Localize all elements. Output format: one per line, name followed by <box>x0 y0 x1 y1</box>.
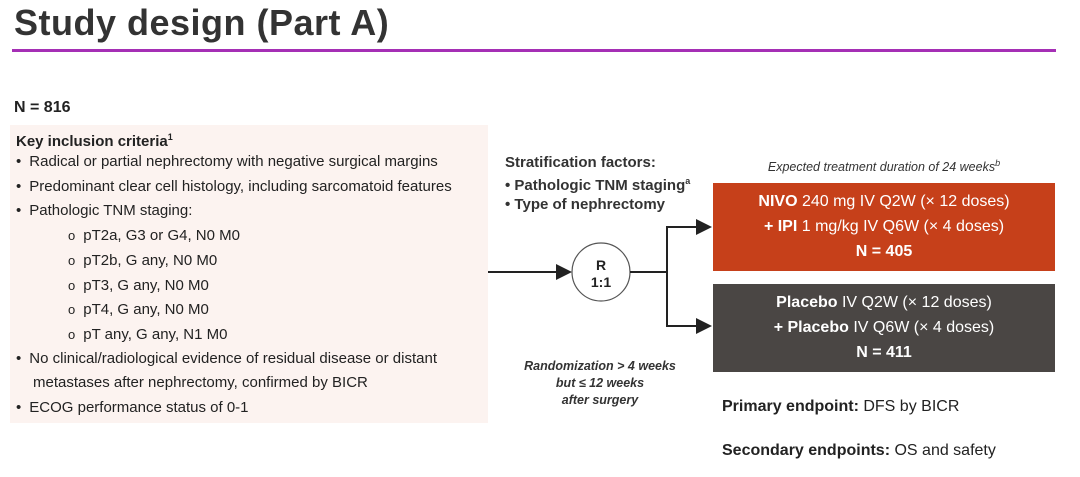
drug-name: + IPI <box>763 218 798 235</box>
primary-endpoint-value: DFS by BICR <box>858 398 960 415</box>
randomization-label: R 1:1 <box>572 257 630 291</box>
arm-placebo: Placebo IV Q2W (× 12 doses) + Placebo IV… <box>713 284 1055 372</box>
randomization-ratio: 1:1 <box>590 274 612 290</box>
arm-line: Placebo IV Q2W (× 12 doses) <box>713 290 1055 315</box>
stratification-factors: Stratification factors: • Pathologic TNM… <box>505 153 705 214</box>
drug-name: Placebo <box>776 294 838 311</box>
treatment-duration-text: Expected treatment duration of 24 weeks <box>767 160 996 175</box>
randomization-note-line: after surgery <box>561 393 639 407</box>
stratification-item: • Pathologic TNM staginga <box>505 176 691 194</box>
dose: 240 mg IV Q2W (× 12 doses) <box>797 193 1010 210</box>
randomization-r: R <box>595 257 607 273</box>
randomization-note-line: but ≤ 12 weeks <box>555 376 645 390</box>
primary-endpoint-label: Primary endpoint: <box>722 398 859 415</box>
arm-nivo-ipi: NIVO 240 mg IV Q2W (× 12 doses) + IPI 1 … <box>713 183 1055 271</box>
primary-endpoint: Primary endpoint: DFS by BICR <box>722 398 959 416</box>
dose: 1 mg/kg IV Q6W (× 4 doses) <box>797 218 1005 235</box>
criteria-item-cont: metastases after nephrectomy, confirmed … <box>33 374 368 391</box>
criteria-item: Predominant clear cell histology, includ… <box>16 177 451 197</box>
stratification-heading: Stratification factors: <box>505 154 656 171</box>
criteria-item: ECOG performance status of 0-1 <box>16 398 248 418</box>
criteria-item: Radical or partial nephrectomy with nega… <box>16 152 438 172</box>
page-title: Study design (Part A) <box>14 2 390 43</box>
inclusion-criteria-panel: Key inclusion criteria1 Radical or parti… <box>10 125 488 423</box>
footnote-sup: b <box>995 158 1001 168</box>
arm-line: + Placebo IV Q6W (× 4 doses) <box>713 315 1055 340</box>
arm-line: + IPI 1 mg/kg IV Q6W (× 4 doses) <box>713 214 1055 239</box>
arm-n: N = 405 <box>855 243 913 260</box>
drug-name: + Placebo <box>773 319 849 336</box>
criteria-item: Pathologic TNM staging: <box>16 201 192 221</box>
dose: IV Q2W (× 12 doses) <box>837 294 992 311</box>
criteria-heading-text: Key inclusion criteria <box>16 133 168 150</box>
footnote-sup: 1 <box>167 132 173 142</box>
secondary-endpoints-value: OS and safety <box>890 442 996 459</box>
secondary-endpoints-label: Secondary endpoints: <box>722 442 891 459</box>
randomization-note: Randomization > 4 weeks but ≤ 12 weeks a… <box>500 358 700 409</box>
arm-n: N = 411 <box>856 344 912 361</box>
stratification-item-text: Type of nephrectomy <box>514 196 666 213</box>
title-divider <box>12 49 1056 52</box>
secondary-endpoints: Secondary endpoints: OS and safety <box>722 442 996 460</box>
dose: IV Q6W (× 4 doses) <box>848 319 995 336</box>
stratification-item: • Type of nephrectomy <box>505 196 666 213</box>
criteria-subitem: pT3, G any, N0 M0 <box>68 276 209 296</box>
treatment-duration: Expected treatment duration of 24 weeksb <box>713 158 1055 174</box>
criteria-subitem: pT any, G any, N1 M0 <box>68 325 227 345</box>
criteria-subitem: pT2a, G3 or G4, N0 M0 <box>68 226 240 246</box>
criteria-heading: Key inclusion criteria1 <box>16 127 173 152</box>
footnote-sup: a <box>685 176 691 186</box>
criteria-subitem: pT4, G any, N0 M0 <box>68 300 209 320</box>
criteria-item: No clinical/radiological evidence of res… <box>16 349 437 369</box>
arm-line: NIVO 240 mg IV Q2W (× 12 doses) <box>713 189 1055 214</box>
criteria-subitem: pT2b, G any, N0 M0 <box>68 251 217 271</box>
randomization-note-line: Randomization > 4 weeks <box>524 359 676 373</box>
drug-name: NIVO <box>758 193 798 210</box>
total-n: N = 816 <box>14 99 71 116</box>
stratification-item-text: Pathologic TNM staging <box>514 177 686 194</box>
